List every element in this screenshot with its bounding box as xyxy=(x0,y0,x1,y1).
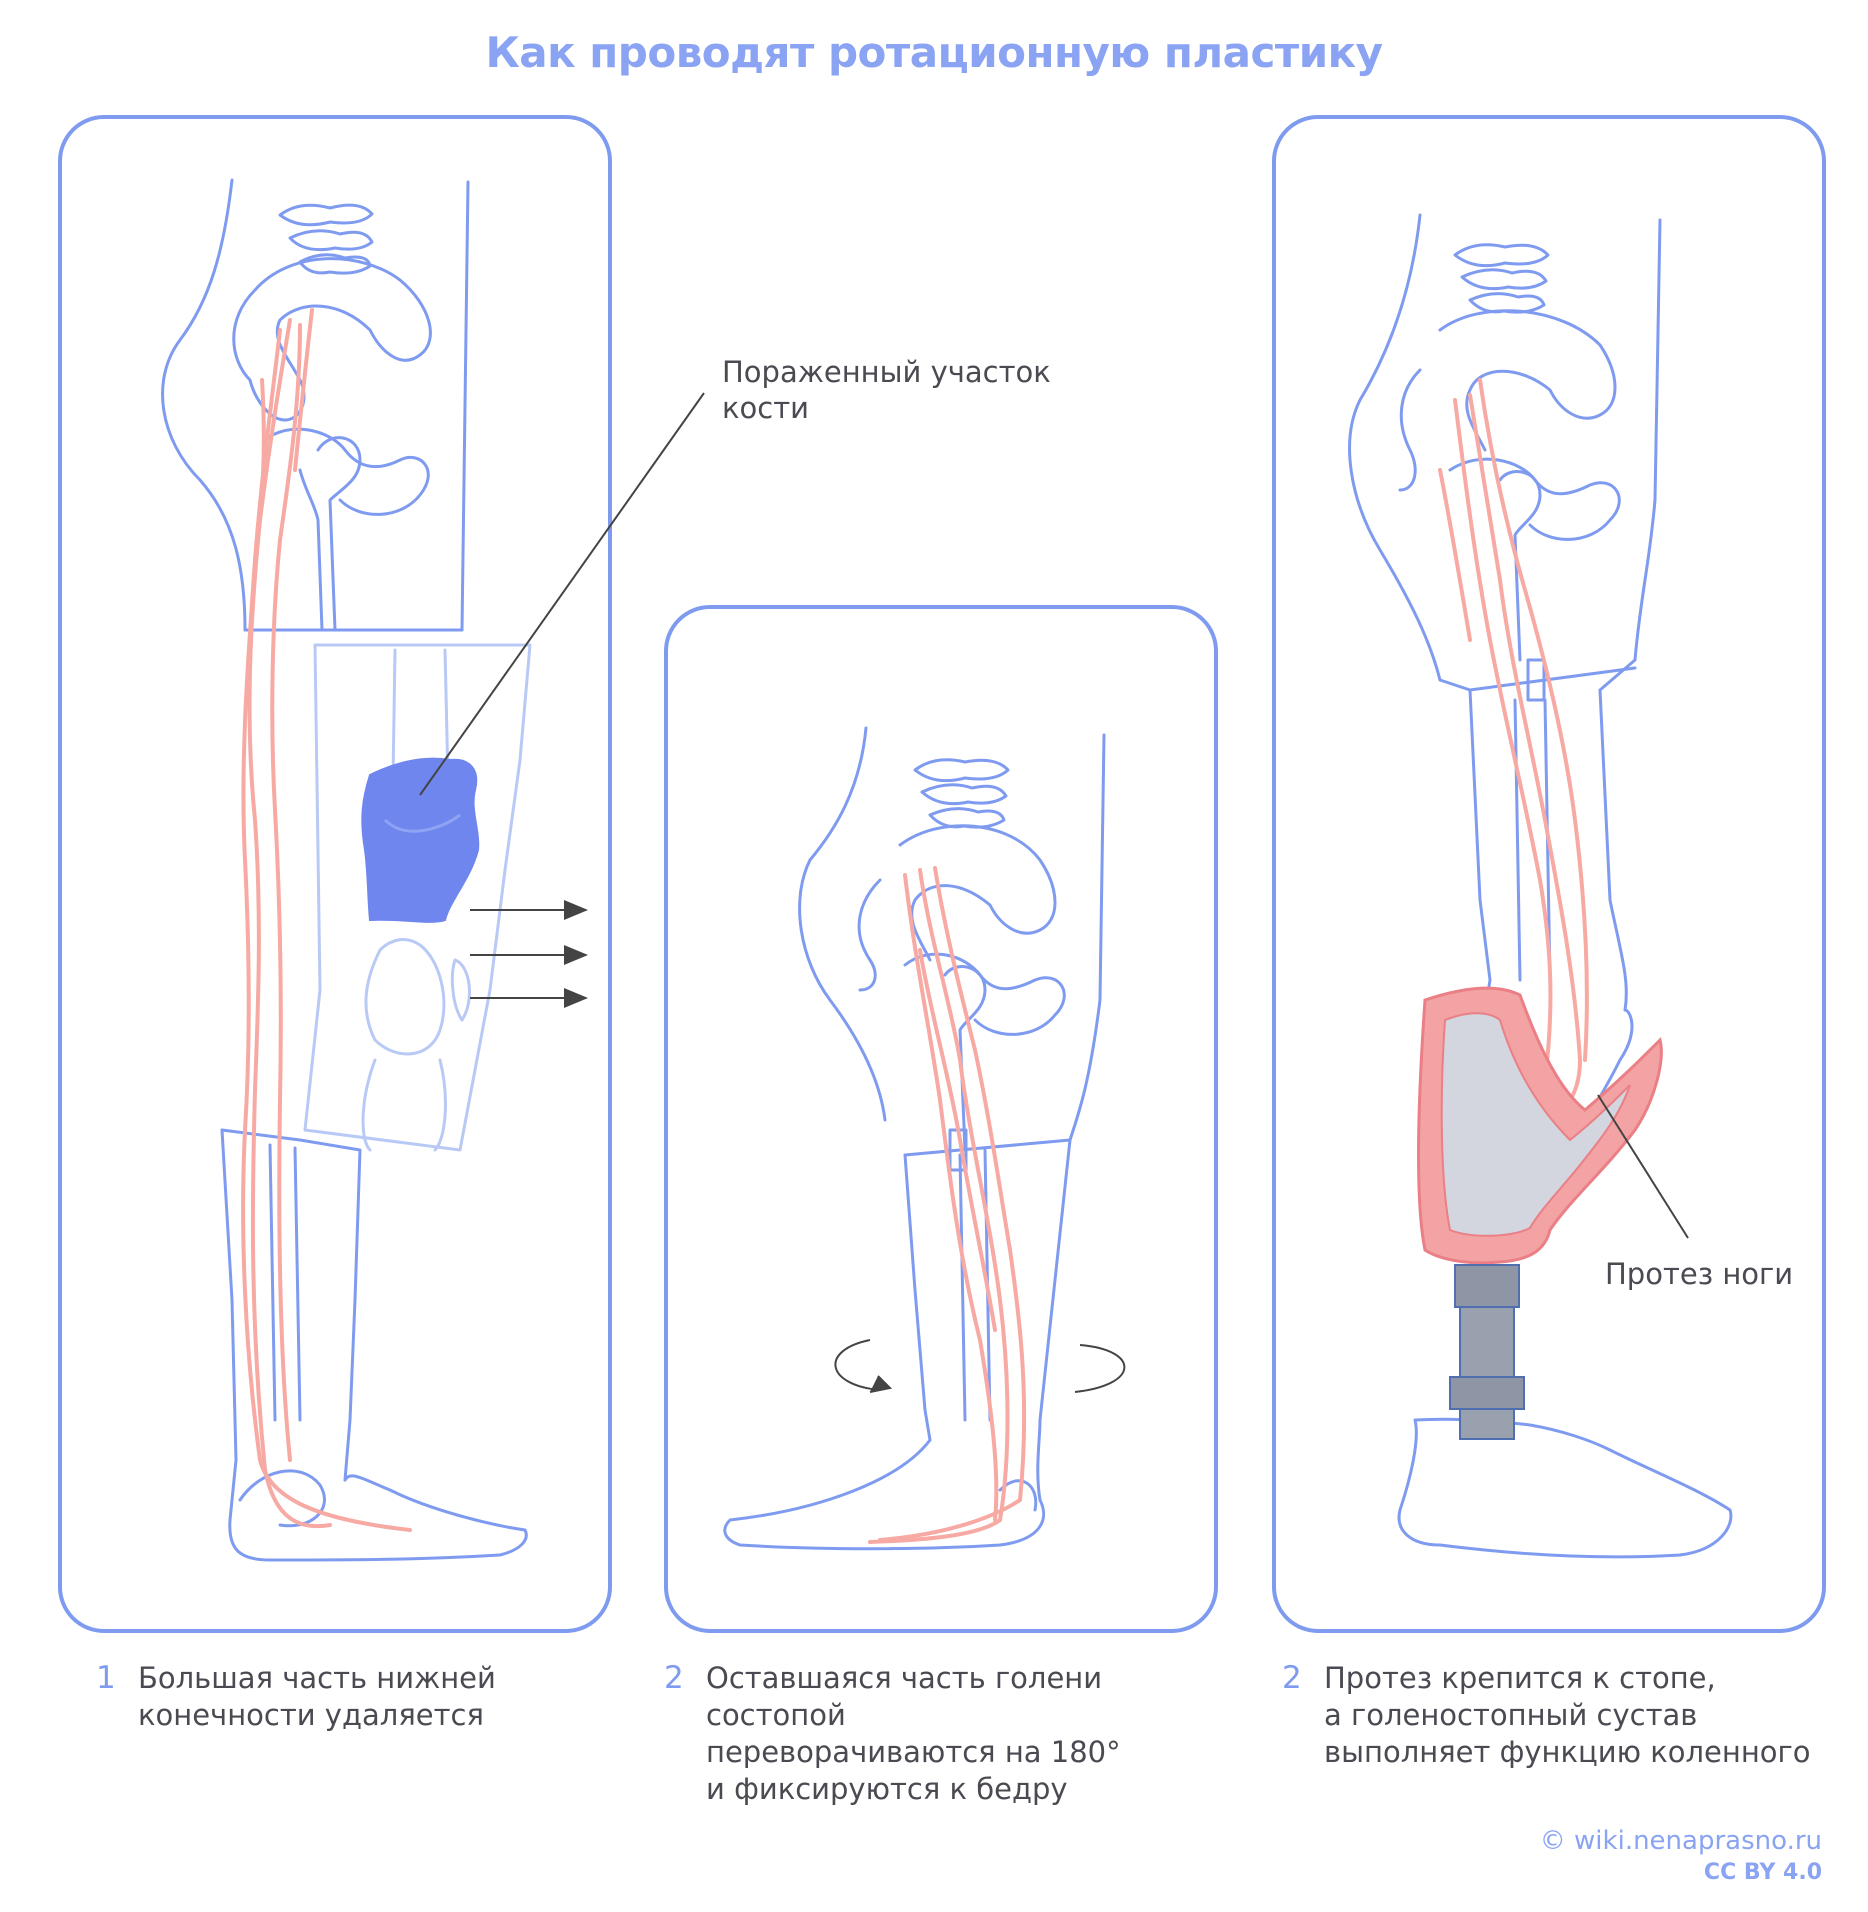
muscles-panel-2 xyxy=(868,866,1027,1544)
step-text: Большая часть нижней конечности удаляетс… xyxy=(138,1661,496,1732)
step-number: 2 xyxy=(664,1660,684,1696)
affected-bone-leader xyxy=(419,392,705,796)
step-caption-1: 1 Большая часть нижней конечности удаляе… xyxy=(96,1660,616,1780)
page-title: Как проводят ротационную пластику xyxy=(485,28,1383,77)
affected-bone-region xyxy=(361,757,480,923)
leg-before-surgery xyxy=(161,178,532,1562)
step-text: Оставшаяся часть голени состопой перевор… xyxy=(706,1661,1121,1806)
panel-step-1 xyxy=(58,115,612,1633)
removal-arrows xyxy=(470,900,588,1008)
rotation-arrow-icon xyxy=(834,1339,1126,1393)
step-caption-2: 2 Оставшаяся часть голени состопой перев… xyxy=(664,1660,1224,1806)
license-badge: CC BY 4.0 xyxy=(1703,1860,1822,1885)
muscles-panel-3 xyxy=(1438,378,1589,1132)
step-number: 2 xyxy=(1282,1660,1302,1696)
label-affected-bone: Пораженный участок кости xyxy=(722,355,1051,425)
copyright-link[interactable]: © wiki.nenaprasno.ru xyxy=(1539,1826,1822,1856)
prosthesis-pylon xyxy=(1449,1264,1525,1440)
step-number: 1 xyxy=(96,1660,116,1696)
muscles-panel-1 xyxy=(241,308,412,1532)
prosthesis-liner xyxy=(1440,1012,1631,1237)
step-text: Протез крепится к стопе, а голеностопный… xyxy=(1324,1661,1811,1769)
label-prosthesis: Протез ноги xyxy=(1605,1257,1794,1291)
prosthesis-leader xyxy=(1597,1094,1689,1239)
step-caption-3: 2 Протез крепится к стопе, а голеностопн… xyxy=(1282,1660,1842,1780)
leg-after-rotation xyxy=(723,726,1106,1551)
